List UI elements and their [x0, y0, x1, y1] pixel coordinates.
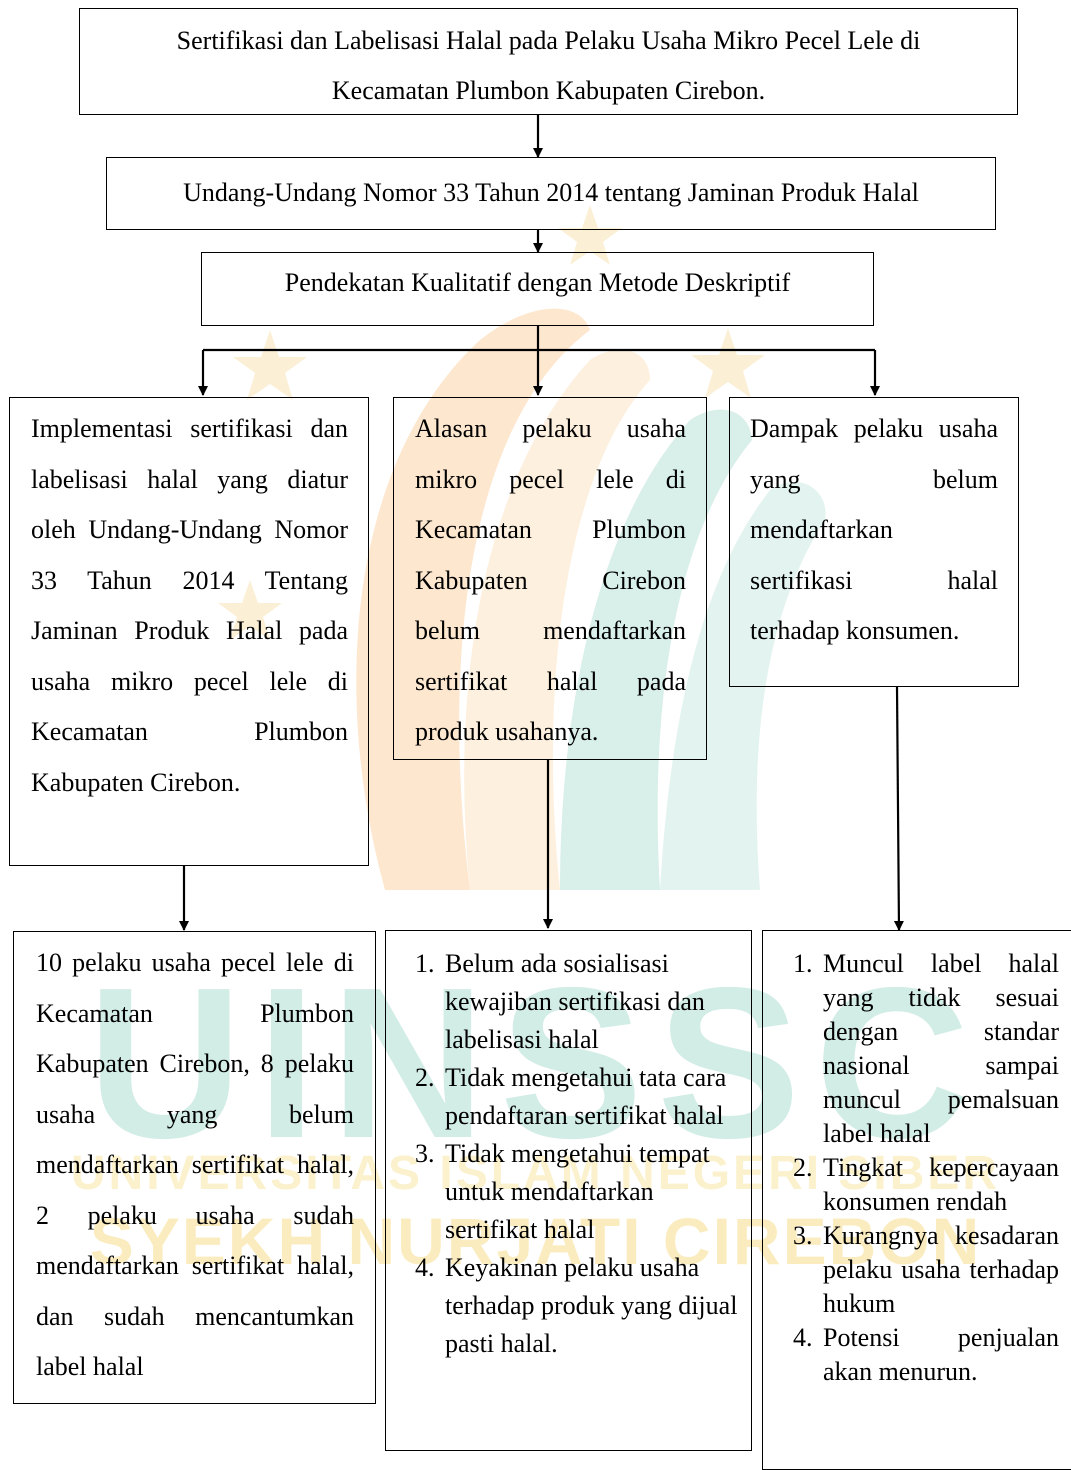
impacts-list-box: Muncul label halal yang tidak sesuai den…	[762, 930, 1071, 1470]
method-box: Pendekatan Kualitatif dengan Metode Desk…	[201, 252, 874, 326]
reasons-list: Belum ada sosialisasi kewajiban sertifik…	[405, 945, 741, 1363]
impact-item-1: Muncul label halal yang tidak sesuai den…	[819, 947, 1059, 1151]
reason-item-4: Keyakinan pelaku usaha terhadap produk y…	[441, 1249, 741, 1363]
impact-item-3: Kurangnya kesadaran pelaku usaha terhada…	[819, 1219, 1059, 1321]
impact-box: Dampak pelaku usaha yang belum mendaftar…	[729, 397, 1019, 687]
implementation-text: Implementasi sertifikasi dan labelisasi …	[31, 414, 348, 797]
reason-text: Alasan pelaku usaha mikro pecel lele di …	[415, 414, 686, 746]
implementation-box: Implementasi sertifikasi dan labelisasi …	[9, 397, 369, 866]
reason-box: Alasan pelaku usaha mikro pecel lele di …	[393, 397, 707, 760]
impacts-list: Muncul label halal yang tidak sesuai den…	[783, 947, 1059, 1389]
reasons-list-box: Belum ada sosialisasi kewajiban sertifik…	[385, 930, 752, 1451]
reason-item-2: Tidak mengetahui tata cara pendaftaran s…	[441, 1059, 741, 1135]
reason-item-3: Tidak mengetahui tempat untuk mendaftark…	[441, 1135, 741, 1249]
arrow-branch-3-result	[893, 686, 904, 931]
impact-text: Dampak pelaku usaha yang belum mendaftar…	[750, 414, 998, 645]
reason-item-1: Belum ada sosialisasi kewajiban sertifik…	[441, 945, 741, 1059]
finding-text: 10 pelaku usaha pecel lele di Kecamatan …	[36, 948, 354, 1381]
impact-item-4: Potensi penjualan akan menurun.	[819, 1321, 1059, 1389]
impact-item-2: Tingkat kepercayaan konsumen rendah	[819, 1151, 1059, 1219]
title-text: Sertifikasi dan Labelisasi Halal pada Pe…	[176, 26, 921, 105]
title-box: Sertifikasi dan Labelisasi Halal pada Pe…	[79, 8, 1018, 115]
finding-box: 10 pelaku usaha pecel lele di Kecamatan …	[13, 931, 376, 1404]
law-text: Undang-Undang Nomor 33 Tahun 2014 tentan…	[183, 178, 919, 207]
method-text: Pendekatan Kualitatif dengan Metode Desk…	[284, 268, 791, 297]
law-box: Undang-Undang Nomor 33 Tahun 2014 tentan…	[106, 157, 996, 230]
